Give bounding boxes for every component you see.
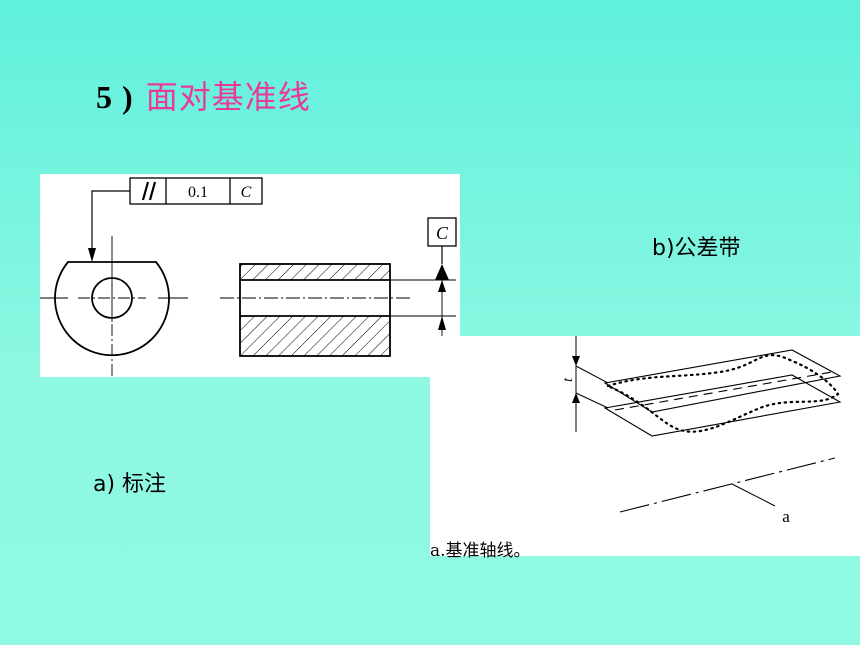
annotation-figure: 0.1 C [40,174,460,377]
caption-tolerance-zone: b)公差带 [652,236,741,261]
zone-median-line [614,371,833,411]
leader-arrowhead [88,248,96,262]
tolerance-zone-figure: t a [430,336,860,556]
tolerance-zone-drawing: t a [561,336,842,526]
width-arrow-bottom [572,393,580,403]
actual-surface [604,354,840,433]
caption-annotation: a) 标注 [93,472,167,497]
datum-axis [619,457,836,513]
title-text: 面对基准线 [145,78,311,116]
upper-plane [603,349,842,413]
frame-tolerance: 0.1 [188,184,208,201]
datum-triangle [435,264,449,280]
lower-plane [603,374,842,437]
slide-title: 5 ) 面对基准线 [96,72,311,118]
parallelism-symbol [141,181,157,201]
annotation-drawing: 0.1 C [40,177,457,377]
axis-leader [731,483,776,507]
dimension-arrow-down [438,316,446,330]
width-dimension [575,336,609,432]
title-number: 5 ) [96,79,134,115]
datum-box [427,217,457,247]
frame-datum: C [241,184,252,201]
width-label: t [561,377,576,382]
dimension-arrow-up [438,280,446,292]
axis-legend: a.基准轴线。 [430,541,531,561]
datum-letter: C [436,223,449,243]
leader-line [91,190,130,256]
axis-label: a [782,507,790,526]
left-view-centerlines [40,236,188,377]
width-arrow-top [572,356,580,366]
right-view-section [239,263,391,357]
